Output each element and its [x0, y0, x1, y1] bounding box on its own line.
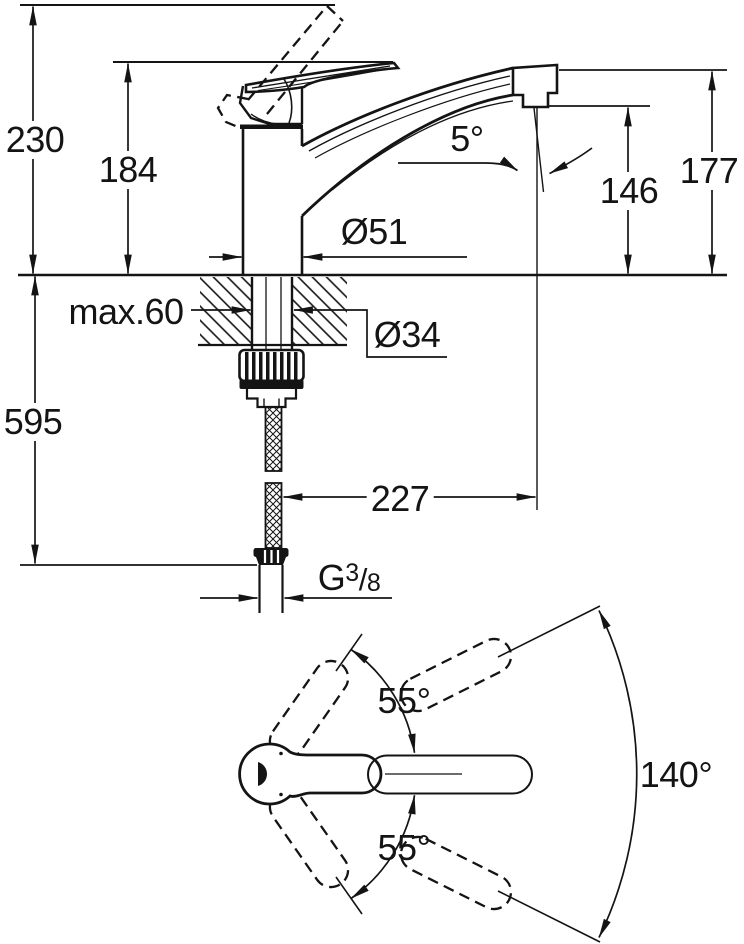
thread-slash: /: [358, 562, 368, 597]
raised-handle-outline: [216, 5, 344, 129]
dim-base-diameter-label: Ø51: [340, 211, 408, 252]
dim-max-thickness-label: max.60: [68, 291, 184, 332]
angle-arcs: [350, 610, 638, 938]
nut-knurling: [245, 352, 298, 380]
thread-denominator: 8: [366, 569, 381, 597]
dim-outlet-height-label: 146: [595, 172, 663, 210]
faucet-side-view: [216, 5, 559, 275]
dim-thread-size-label: G3/8: [317, 557, 381, 598]
reference-lines: [18, 4, 727, 566]
thread-numerator: 3: [345, 559, 359, 587]
dim-overall-height-label: 230: [1, 121, 69, 159]
dim-shank-diameter-label: Ø34: [373, 314, 441, 355]
dim-spout-height-label: 177: [675, 152, 743, 190]
top-view: [238, 605, 638, 943]
dim-spout-angle-label: 5°: [450, 118, 484, 159]
spout-axis-line: [533, 107, 545, 510]
dim-swivel-total-label: 140°: [639, 754, 713, 795]
extension-lines: [335, 605, 601, 943]
dim-spout-reach-label: 227: [366, 480, 434, 518]
countertop-section: [198, 277, 347, 613]
thread-letter: G: [317, 557, 346, 598]
dim-hose-length-label: 595: [0, 403, 67, 441]
dim-swivel-upper-label: 55°: [377, 680, 431, 721]
dim-handle-height-label: 184: [94, 151, 162, 189]
dim-swivel-lower-label: 55°: [377, 827, 431, 868]
